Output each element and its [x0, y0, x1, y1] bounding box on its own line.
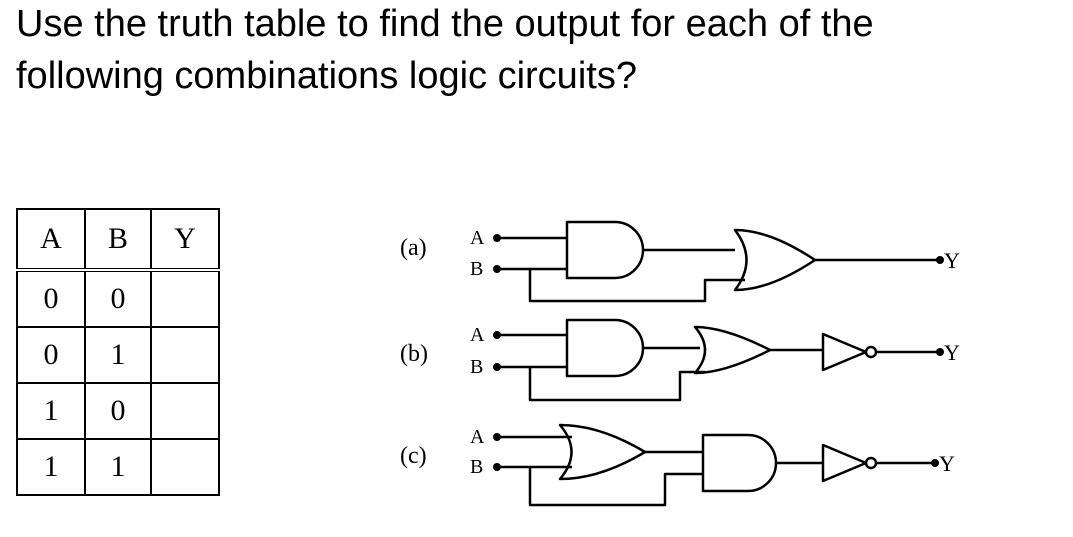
question-line-1: Use the truth table to find the output f… [16, 3, 874, 45]
header-b: B [84, 208, 152, 271]
cell-a: 0 [16, 269, 86, 328]
circuit-b-input-wires [497, 333, 567, 369]
cell-a: 1 [16, 438, 86, 496]
cell-b: 0 [84, 269, 152, 328]
circuit-c-output-terminal [931, 459, 939, 467]
circuit-a-feedback-wire [528, 269, 745, 303]
circuit-c-label: (c) [400, 443, 427, 469]
circuit-a: (a) A B Y [400, 220, 960, 303]
circuit-b-label: (b) [400, 341, 428, 367]
header-a: A [16, 208, 86, 271]
table-row: 1 0 [16, 382, 220, 440]
circuit-a-or-gate [733, 228, 817, 292]
cell-b: 1 [84, 326, 152, 384]
cell-a: 1 [16, 382, 86, 440]
circuit-b-input-a-label: A [470, 324, 485, 346]
circuit-c-not-gate [821, 443, 868, 483]
cell-a: 0 [16, 326, 86, 384]
cell-b: 1 [84, 438, 152, 496]
table-row: 1 1 [16, 438, 220, 496]
truth-table: A B Y 0 0 0 1 1 0 1 1 [16, 208, 220, 496]
cell-y[interactable] [150, 326, 220, 384]
circuit-c: (c) A B Y [400, 423, 955, 507]
circuit-b-input-b-label: B [470, 356, 483, 378]
circuit-a-input-wires [497, 236, 567, 271]
circuit-c-not-bubble [864, 456, 878, 470]
cell-y[interactable] [150, 438, 220, 496]
circuit-b-not-gate [821, 332, 868, 372]
circuit-c-or-gate [558, 423, 647, 481]
circuit-c-input-wires [497, 435, 572, 469]
header-y: Y [150, 208, 220, 271]
circuit-c-and-gate [701, 433, 778, 493]
circuit-c-input-b-label: B [470, 456, 483, 478]
circuit-b-and-gate [565, 318, 645, 378]
question-text: Use the truth table to find the output f… [16, 0, 1056, 102]
circuit-b: (b) A B Y [400, 318, 960, 402]
table-row: 0 1 [16, 326, 220, 384]
circuit-b-output-label: Y [944, 340, 960, 365]
table-row: 0 0 [16, 269, 220, 328]
question-line-2: following combinations logic circuits? [16, 55, 637, 97]
circuit-b-output-terminal [936, 348, 944, 356]
circuit-c-input-a-label: A [470, 426, 485, 448]
circuit-a-output-terminal [936, 256, 944, 264]
circuit-c-output-label: Y [939, 451, 955, 476]
truth-table-header-row: A B Y [16, 208, 220, 271]
circuit-a-input-b-label: B [470, 258, 483, 280]
circuit-a-input-a-label: A [470, 227, 485, 249]
circuit-a-label: (a) [400, 235, 427, 261]
circuit-b-or-gate [693, 325, 772, 375]
circuit-a-and-gate [565, 220, 645, 280]
cell-y[interactable] [150, 382, 220, 440]
cell-b: 0 [84, 382, 152, 440]
circuit-b-not-bubble [864, 345, 878, 359]
cell-y[interactable] [150, 269, 220, 328]
circuit-b-feedback-wire [528, 367, 705, 402]
circuit-c-feedback-wire [528, 467, 703, 507]
circuit-a-output-label: Y [944, 248, 960, 273]
